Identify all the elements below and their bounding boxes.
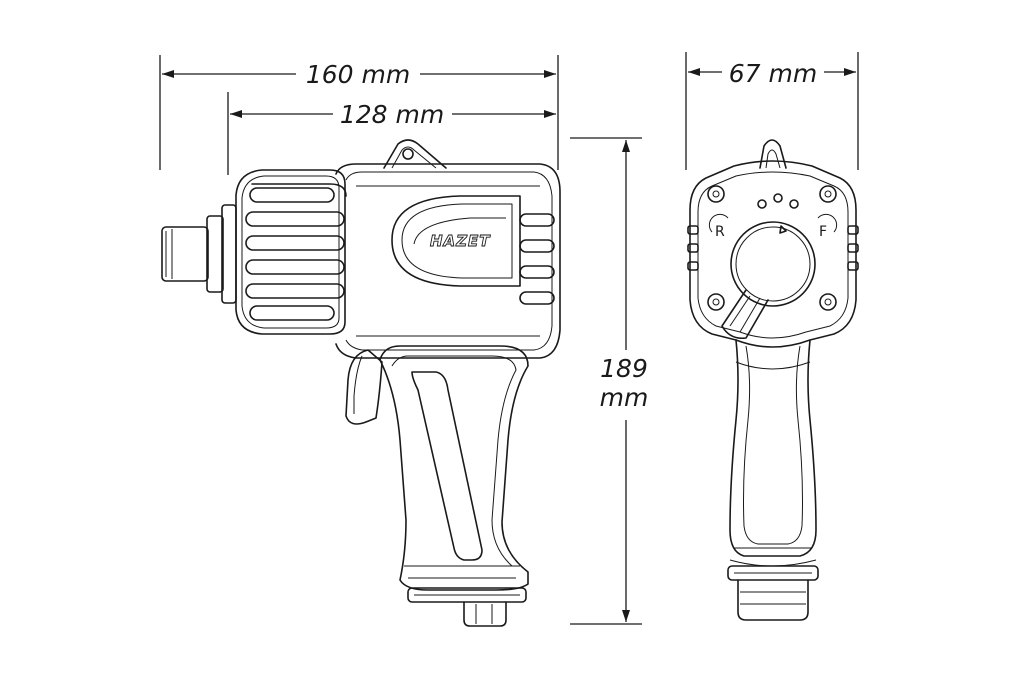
rear-view: R F [687, 139, 859, 621]
rotation-selector-dial [721, 221, 816, 340]
housing-screws [707, 185, 837, 311]
height-value-label: 189 [600, 354, 648, 383]
motor-housing: HAZET [335, 139, 561, 359]
reverse-symbol: R [708, 213, 729, 240]
square-drive-anvil [161, 204, 237, 304]
dimension-height: 189 mm [570, 137, 649, 625]
brand-logo: HAZET [430, 232, 491, 250]
power-level-indicators [757, 193, 799, 209]
pistol-grip-handle [379, 345, 529, 591]
air-inlet-fitting [407, 587, 527, 627]
exhaust-vents [519, 213, 555, 305]
rear-hanger [759, 139, 787, 169]
width-label: 67 mm [729, 59, 817, 88]
trigger [345, 349, 383, 425]
svg-text:R: R [715, 224, 725, 240]
dimension-width: 67 mm [685, 52, 859, 170]
dimension-overall-length: 160 mm [159, 55, 559, 170]
case-ribs [245, 187, 345, 321]
svg-text:F: F [819, 224, 827, 240]
overall-length-label: 160 mm [306, 60, 410, 89]
hammer-case [235, 169, 347, 335]
body-length-label: 128 mm [340, 100, 444, 129]
rear-handle [729, 339, 817, 567]
rear-side-vents [687, 225, 859, 271]
dimension-body-length: 128 mm [227, 92, 556, 175]
rear-housing [689, 160, 857, 348]
brand-logo-oval: HAZET [391, 195, 521, 287]
height-unit-label: mm [600, 383, 649, 412]
forward-symbol: F [817, 213, 838, 240]
side-view: HAZET [161, 139, 561, 627]
rear-air-inlet [727, 565, 819, 621]
